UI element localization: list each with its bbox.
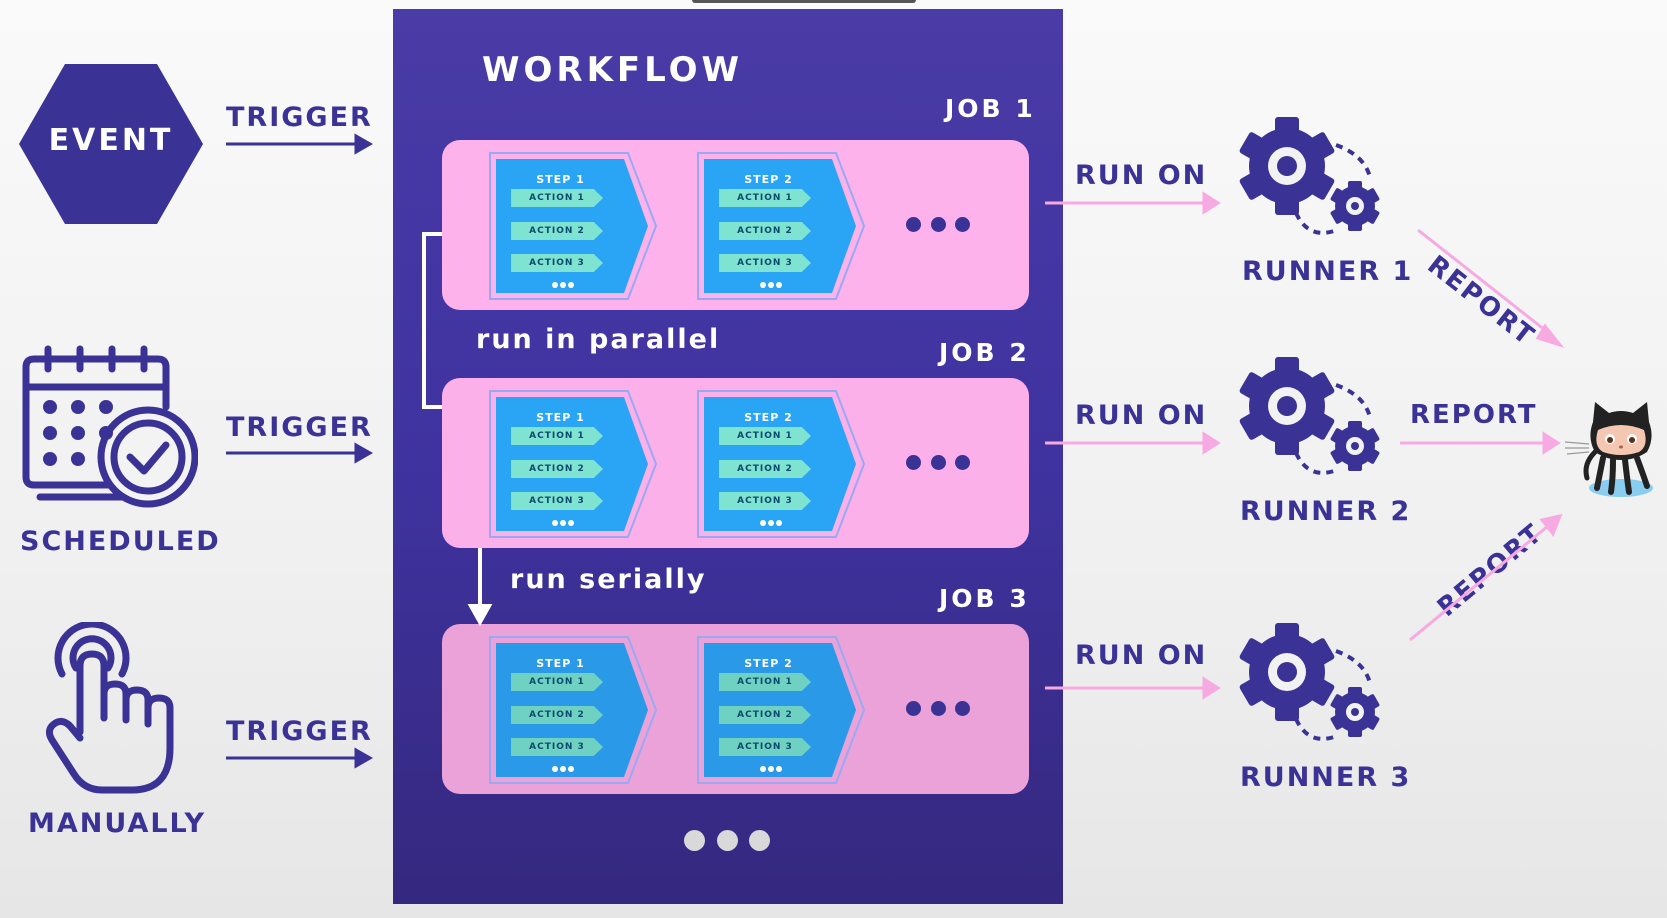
runner-2-label: RUNNER 2 — [1240, 496, 1412, 527]
job-1-step-2: STEP 2 ACTION 1 ACTION 2 ACTION 3 — [696, 151, 866, 301]
manually-label: MANUALLY — [28, 808, 207, 839]
runner-1-label: RUNNER 1 — [1242, 256, 1414, 287]
gears-icon — [1239, 357, 1380, 475]
manual-icon-wrap — [40, 620, 180, 797]
run-on-label-3: RUN ON — [1075, 640, 1208, 671]
more-steps-icon — [906, 455, 970, 471]
more-actions-icon — [552, 766, 574, 772]
action-tag: ACTION 2 — [511, 222, 603, 240]
action-tag: ACTION 1 — [511, 189, 603, 207]
more-actions-icon — [552, 282, 574, 288]
scheduled-icon-wrap — [18, 345, 199, 510]
run-on-label-2: RUN ON — [1075, 400, 1208, 431]
gears-icon — [1239, 117, 1380, 235]
action-tag: ACTION 1 — [511, 427, 603, 445]
more-actions-icon — [760, 282, 782, 288]
serial-arrow — [467, 548, 493, 627]
serial-label: run serially — [510, 564, 707, 595]
action-tag: ACTION 2 — [719, 706, 811, 724]
action-tag: ACTION 3 — [511, 254, 603, 272]
step-title: STEP 1 — [536, 173, 585, 186]
trigger-arrows — [226, 133, 374, 769]
job-2-step-2: STEP 2 ACTION 1 ACTION 2 ACTION 3 — [696, 389, 866, 539]
event-trigger: EVENT — [18, 63, 204, 225]
action-tag: ACTION 3 — [719, 254, 811, 272]
more-actions-icon — [552, 520, 574, 526]
job-2-step-1: STEP 1 ACTION 1 ACTION 2 ACTION 3 — [488, 389, 658, 539]
job-1-step-1: STEP 1 ACTION 1 ACTION 2 ACTION 3 — [488, 151, 658, 301]
runner-1-gears — [1236, 115, 1386, 245]
github-octocat — [1563, 398, 1663, 502]
step-title: STEP 1 — [536, 411, 585, 424]
job-3-step-1: STEP 1 ACTION 1 ACTION 2 ACTION 3 — [488, 635, 658, 785]
run-on-label-1: RUN ON — [1075, 160, 1208, 191]
calendar-clock-icon — [22, 345, 199, 508]
job-1-label: JOB 1 — [945, 94, 1036, 123]
action-tag: ACTION 3 — [719, 738, 811, 756]
step-title: STEP 2 — [744, 173, 793, 186]
action-tag: ACTION 2 — [719, 460, 811, 478]
action-tag: ACTION 1 — [719, 673, 811, 691]
window-top-handle — [692, 0, 916, 3]
runner-3-gears — [1236, 621, 1386, 751]
runner-3-label: RUNNER 3 — [1240, 762, 1412, 793]
more-actions-icon — [760, 766, 782, 772]
run-on-arrows — [1045, 191, 1221, 700]
action-tag: ACTION 2 — [719, 222, 811, 240]
gears-icon — [1239, 623, 1380, 741]
action-tag: ACTION 3 — [719, 492, 811, 510]
trigger-label-1: TRIGGER — [226, 102, 373, 133]
github-octocat-icon — [1564, 402, 1653, 497]
job-3-label: JOB 3 — [939, 584, 1030, 613]
step-title: STEP 2 — [744, 657, 793, 670]
trigger-label-2: TRIGGER — [226, 412, 373, 443]
action-tag: ACTION 1 — [511, 673, 603, 691]
report-label-2: REPORT — [1410, 400, 1538, 430]
action-tag: ACTION 1 — [719, 427, 811, 445]
action-tag: ACTION 3 — [511, 492, 603, 510]
action-tag: ACTION 3 — [511, 738, 603, 756]
event-label: EVENT — [48, 123, 174, 158]
more-steps-icon — [906, 217, 970, 233]
action-tag: ACTION 1 — [719, 189, 811, 207]
more-steps-icon — [906, 701, 970, 717]
job-2-label: JOB 2 — [939, 338, 1030, 367]
more-jobs-icon — [684, 830, 770, 852]
hand-tap-icon — [45, 620, 174, 794]
more-actions-icon — [760, 520, 782, 526]
action-tag: ACTION 2 — [511, 706, 603, 724]
trigger-label-3: TRIGGER — [226, 716, 373, 747]
runner-2-gears — [1236, 355, 1386, 485]
workflow-title: WORKFLOW — [482, 50, 744, 90]
job-3-step-2: STEP 2 ACTION 1 ACTION 2 ACTION 3 — [696, 635, 866, 785]
step-title: STEP 2 — [744, 411, 793, 424]
parallel-label: run in parallel — [476, 324, 721, 355]
hexagon-icon — [19, 64, 203, 224]
report-arrows — [1400, 228, 1565, 642]
action-tag: ACTION 2 — [511, 460, 603, 478]
scheduled-label: SCHEDULED — [20, 526, 221, 557]
step-title: STEP 1 — [536, 657, 585, 670]
parallel-bracket — [422, 232, 442, 409]
